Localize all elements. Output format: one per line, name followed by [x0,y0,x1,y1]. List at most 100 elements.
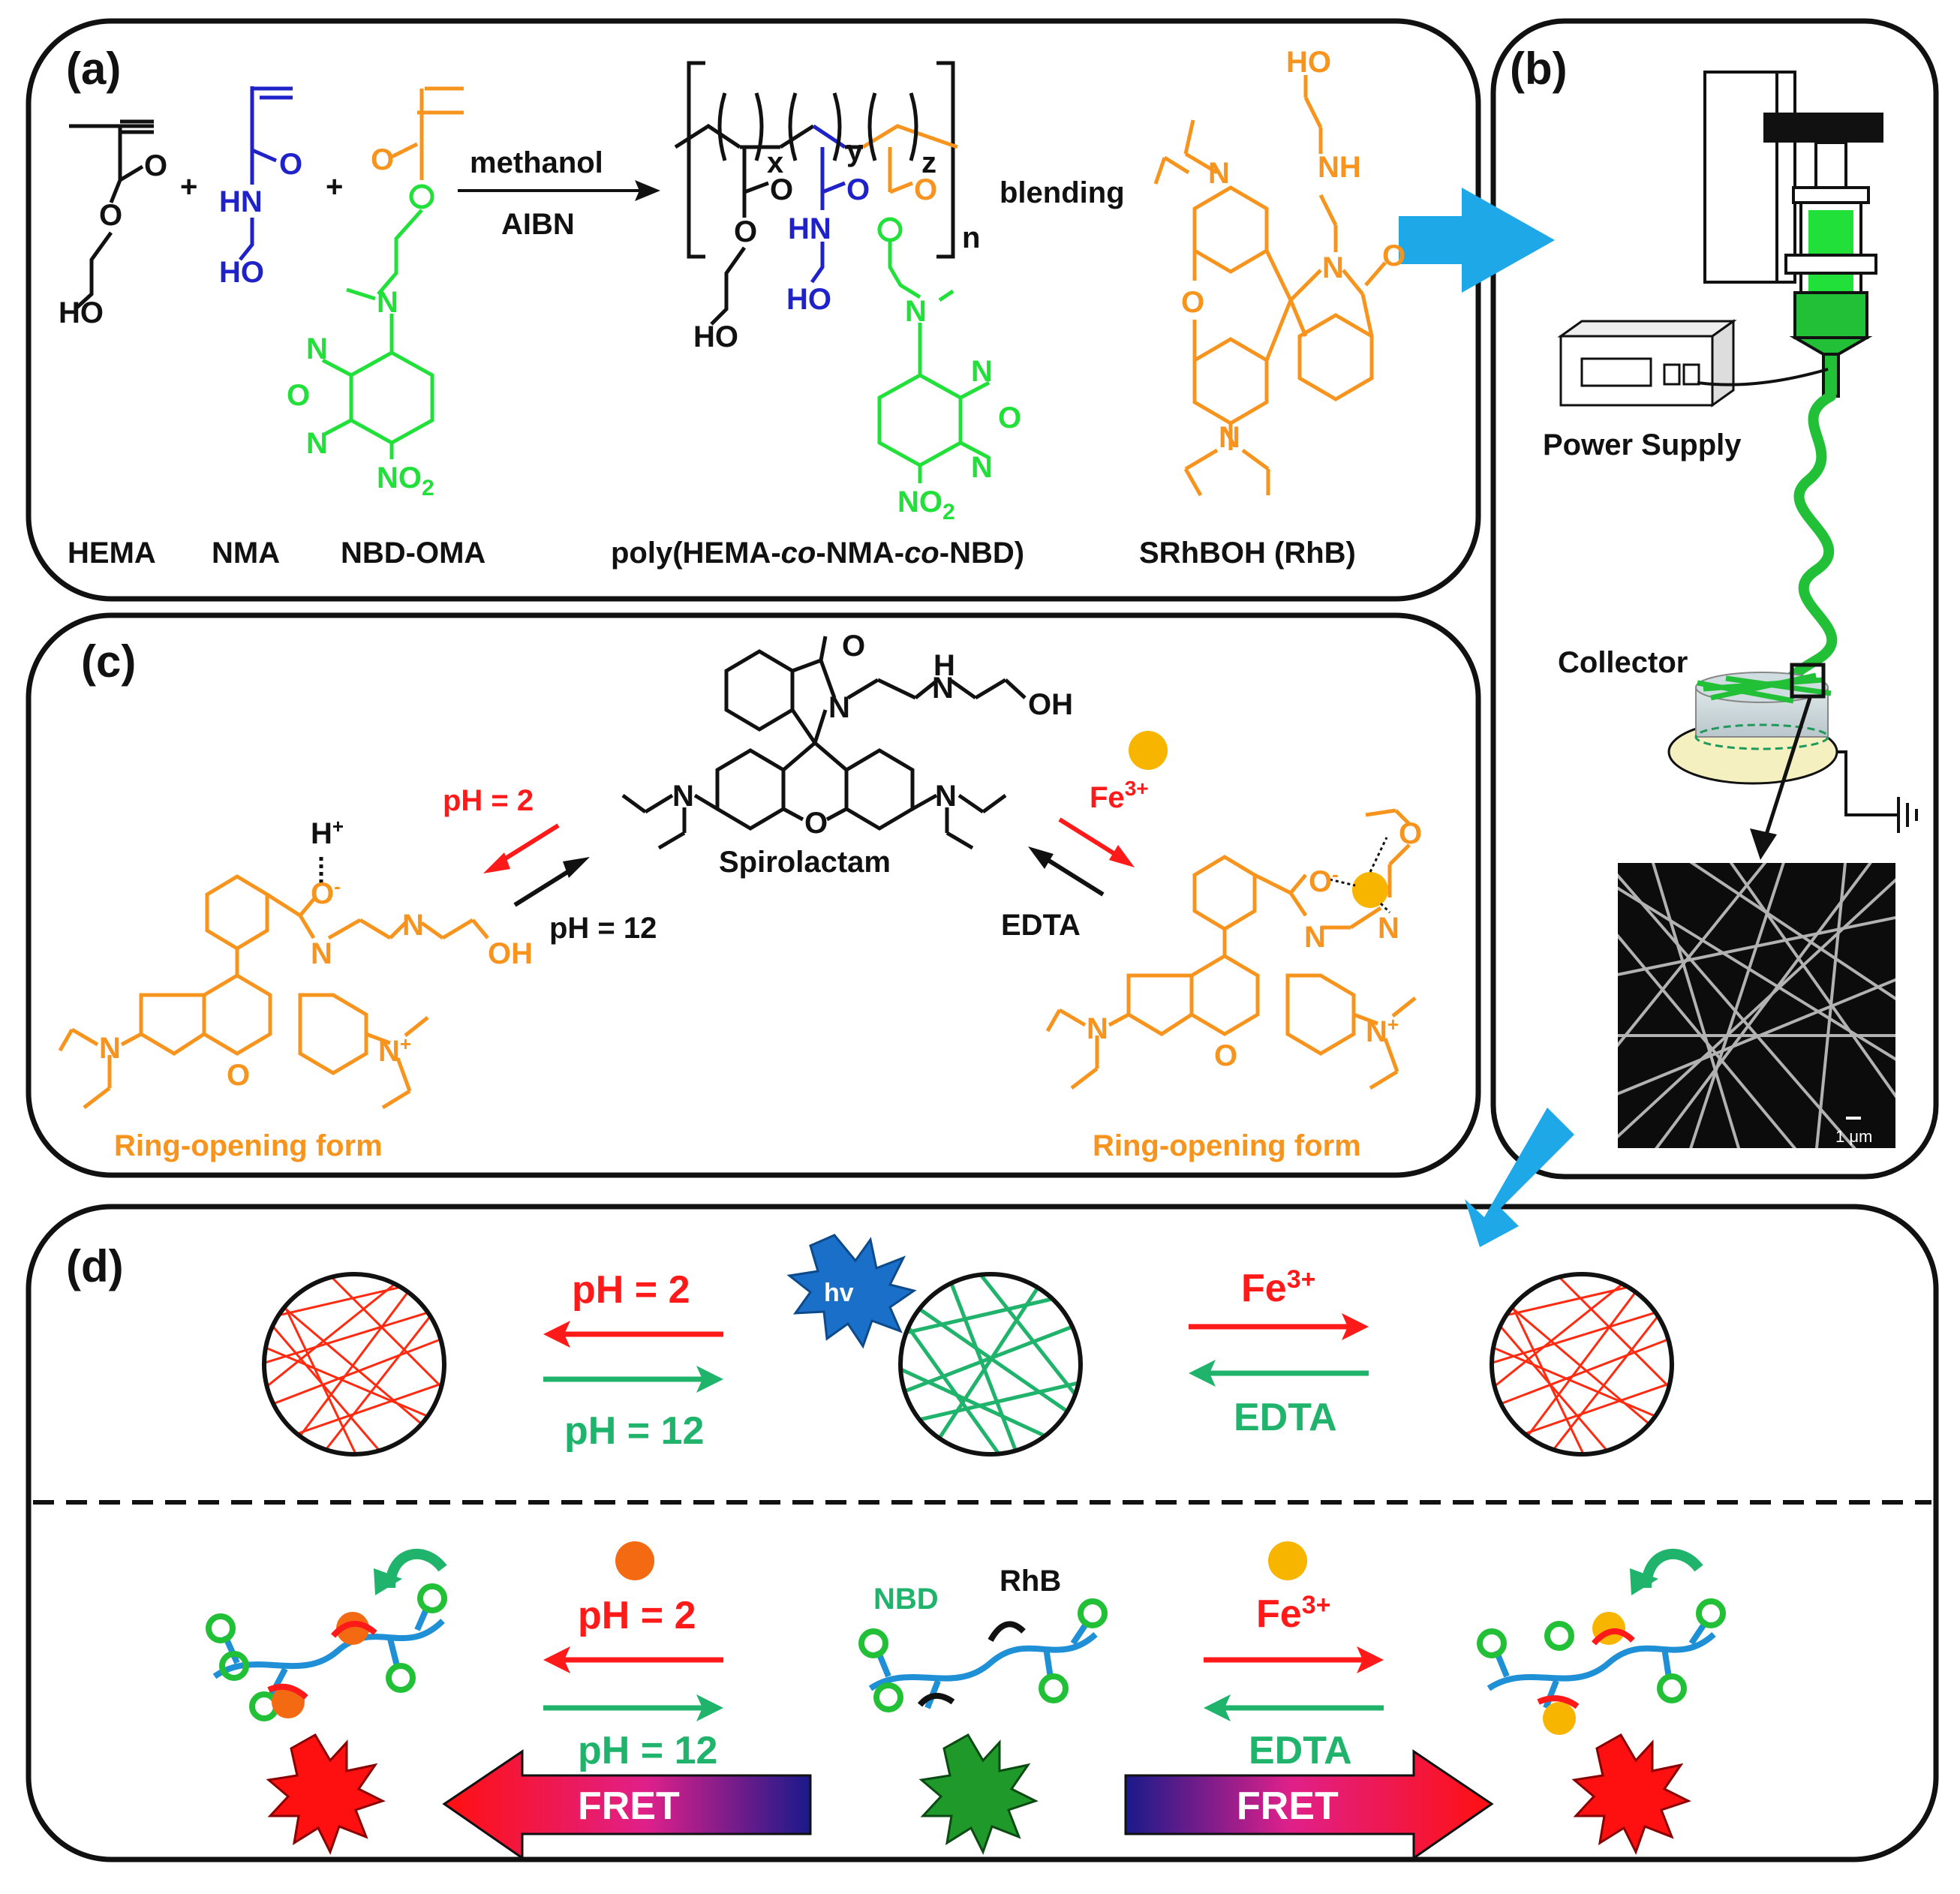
d-bottom-arrow-fe-head [1357,1646,1384,1673]
right-n-diethyl: N [1087,1012,1108,1045]
mat-red-right [1490,1272,1674,1457]
polymer-nma-o: O [846,173,870,206]
polymer-brackets [687,61,955,259]
rhb-n-bottom: N [1219,421,1240,454]
rhb-bound-left-1 [330,1620,377,1638]
panel-d-frame [26,1204,1939,1862]
polymer-nma-hn: HN [788,212,831,245]
pump-body [1703,71,1778,284]
d-top-arrow-acid-head [543,1321,570,1348]
polymer-backbone [674,92,958,161]
left-h: H+ [311,815,344,850]
d-bottom-label-edta: EDTA [1249,1729,1352,1772]
c-label-base: pH = 12 [549,912,657,945]
d-bottom-arrow-edta-head [1204,1694,1231,1721]
hema-o-carbonyl: O [144,149,167,182]
c-label-acid: pH = 2 [443,784,534,817]
rhb-o-carbonyl: O [1382,239,1405,272]
hema-structure [69,119,154,311]
polymer-hema-o1: O [770,173,793,206]
nma-hn: HN [219,185,263,218]
rhb-free-1 [988,1621,1026,1643]
fret-label-right: FRET [1237,1784,1339,1828]
polymer-nbd-o: O [914,173,937,206]
nbd-oma-ring-n-top: N [306,332,328,365]
polymer-nbd-no2: NO2 [897,486,955,525]
rhb-n-top: N [1208,157,1230,190]
pump-clamp [1763,113,1883,143]
panel-b-label: (b) [1510,44,1568,94]
c-arrow-fe-head [1109,845,1135,867]
needle [1822,353,1840,398]
rhb-n-lactam: N [1322,251,1344,284]
left-o-xanthene: O [227,1059,250,1092]
panel-b-frame [1490,18,1939,1180]
polymer-z: z [921,146,936,179]
left-oh: OH [488,937,533,970]
fe-coordination-lines [1329,837,1391,914]
panel-c-frame [26,612,1481,1178]
c-arrow-base-head [563,857,590,878]
c-arrow-acid [497,823,560,865]
panel-a-frame [26,18,1481,602]
spirolactam-structure [621,636,1027,850]
polymer-nma-unit [810,147,846,284]
nbd-oma-n: N [377,286,398,319]
c-arrow-edta [1042,855,1105,897]
right-n-amine: N [1378,912,1399,945]
polymer-nbd-ring-n-bottom: N [971,451,993,484]
ring-open-right [1045,808,1417,1090]
reaction-arrowhead [635,180,660,201]
syringe-holder [1784,254,1877,275]
label-srhboh: SRhBOH (RhB) [1139,537,1356,570]
c-arrow-edta-head [1028,846,1054,869]
label-spirolactam: Spirolactam [719,846,891,879]
d-bottom-label-fe: Fe3+ [1256,1591,1330,1636]
c-arrow-base [513,865,576,907]
c-fe-bound [1352,872,1388,908]
hv-label: hv [824,1279,854,1307]
d-fe-ion [1268,1541,1307,1580]
polymer-hema-o2: O [734,215,757,248]
panel-d-label: (d) [66,1241,124,1291]
d-top-arrow-base-head [696,1366,723,1393]
emission-red-left [266,1733,386,1855]
right-n-plus: N+ [1366,1013,1399,1048]
nbd-oma-no2: NO2 [377,461,434,501]
d-top-label-base: pH = 12 [564,1409,704,1453]
d-top-arrow-fe-head [1342,1313,1369,1340]
polymer-hema-ho: HO [693,320,738,353]
left-n-amine: N [402,909,424,942]
spiro-o-carbonyl: O [842,630,865,663]
nma-structure [239,86,293,261]
sem-image: 1 μm [1618,863,1895,1148]
chain-center [858,1598,1108,1712]
reagent-aibn: AIBN [501,208,575,241]
polymer-nma-ho: HO [786,283,831,316]
d-bottom-arrow-base-head [696,1694,723,1721]
left-n-diethyl: N [99,1032,121,1065]
pump-plate [1775,71,1796,284]
chain-right [1477,1598,1726,1709]
c-arrow-fe [1058,817,1121,859]
reagent-methanol: methanol [470,146,603,179]
right-o-minus: O- [1309,863,1339,898]
spiro-n-left: N [672,780,694,813]
fret-arrow-left [442,1749,812,1860]
curl-arrow-left-head [374,1568,402,1595]
proton-left-1 [336,1612,369,1645]
fret-arrow-right [1124,1749,1494,1860]
power-supply-label: Power Supply [1543,428,1742,461]
chain-left [206,1583,447,1721]
fe-bound-right-2 [1543,1702,1576,1735]
collector-label: Collector [1558,646,1688,679]
spiro-n-right: N [935,780,957,813]
d-proton-ion [615,1541,654,1580]
process-blending: blending [1000,176,1125,209]
right-o-ether: O [1399,817,1422,850]
rhb-bound-right-1 [1591,1628,1635,1646]
label-nma: NMA [212,537,280,570]
d-top-arrow-edta-head [1189,1360,1216,1387]
c-arrow-acid-head [483,852,510,873]
